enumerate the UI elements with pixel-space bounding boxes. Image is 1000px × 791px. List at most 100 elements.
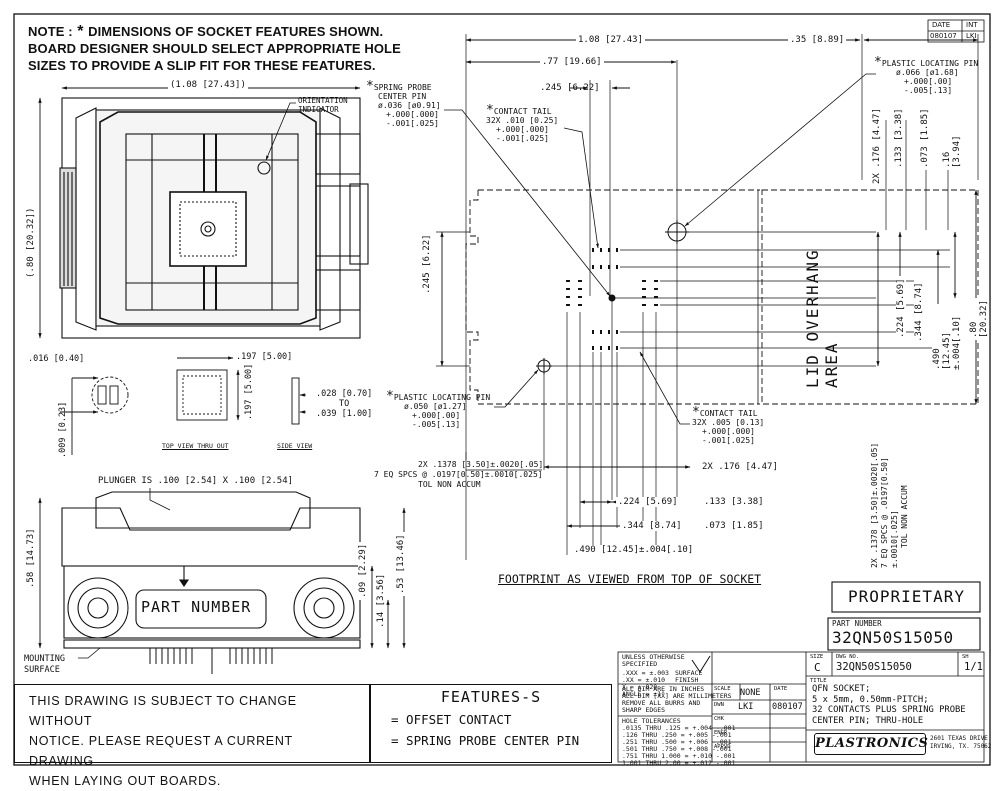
pl-bot-line2: ø.050 [ø1.27]	[404, 402, 467, 411]
ct-bot-line2: 32X .005 [0.13]	[692, 418, 765, 427]
spring-probe-callout: *SPRING PROBE CENTER PIN ø.036 [ø0.91] +…	[366, 79, 441, 128]
part-number-value: 32QN50S15050	[832, 628, 954, 647]
disclaimer-box: THIS DRAWING IS SUBJECT TO CHANGE WITHOU…	[14, 684, 370, 788]
spc-bot-line1: 2X .1378 [3.50]±.0020[.05]	[418, 460, 544, 469]
proprietary-box	[831, 581, 981, 613]
feature-offset-contact: = OFFSET CONTACT	[391, 712, 512, 727]
dim-35: .35 [8.89]	[788, 35, 847, 45]
sheet-border	[13, 13, 991, 766]
note-line2: BOARD DESIGNER SHOULD SELECT APPROPRIATE…	[28, 41, 401, 56]
dim-53: .53 [13.46]	[396, 532, 406, 596]
disclaimer-line3: WHEN LAYING OUT BOARDS.	[29, 774, 222, 788]
ct-top-line1: CONTACT TAIL	[493, 107, 552, 116]
dim-224-bottom: .224 [5.69]	[616, 497, 680, 507]
tb-date-label: DATE	[774, 686, 788, 692]
spc-bot-line3: TOL NON ACCUM	[418, 480, 481, 489]
dim-133-bottom: .133 [3.38]	[704, 497, 764, 507]
plastic-pin-top-callout: *PLASTIC LOCATING PIN ø.066 [ø1.68] +.00…	[874, 55, 979, 95]
dim-14: .14 [3.56]	[376, 571, 386, 630]
dim-490-right: .490 [12.45]±.004[.10]	[932, 304, 962, 372]
pl-top-line2: ø.066 [ø1.68]	[896, 68, 959, 77]
rev-date-label: DATE	[932, 21, 951, 29]
socket-front-view	[61, 491, 361, 674]
mounting-line2: SURFACE	[24, 665, 60, 675]
tb-scale: NONE	[740, 688, 761, 698]
spc-right-line2: 7 EQ SPCS @ .0197[0.50]±.0010[.025]	[880, 457, 899, 568]
ct-top-line4: -.001[.025]	[496, 134, 549, 143]
pl-top-line4: -.005[.13]	[904, 86, 953, 95]
tb-all3: REMOVE ALL BURRS AND	[622, 699, 701, 707]
eq-spacing-right: 2X .1378 [3.50]±.0020[.05] 7 EQ SPCS @ .…	[870, 438, 910, 568]
dim-58: .58 [14.73]	[26, 526, 36, 590]
ct-top-line2: 32X .010 [0.25]	[486, 116, 559, 125]
note-prefix: NOTE :	[28, 24, 73, 39]
title-block-grid	[617, 651, 985, 763]
pl-bot-line3: +.000[.00]	[412, 411, 461, 420]
tb-sh: 1/1	[964, 661, 983, 673]
address-line1: 2601 TEXAS DRIVE	[930, 735, 988, 742]
company-address: 2601 TEXAS DRIVE IRVING, TX. 75062	[930, 735, 991, 751]
tb-all4: SHARP EDGES	[622, 706, 666, 714]
tb-all1: ALL DIM ARE IN INCHES	[622, 685, 705, 693]
eq-spacing-bottom: 2X .1378 [3.50]±.0020[.05] 7 EQ SPCS @ .…	[374, 460, 544, 490]
spring-line2: CENTER PIN	[378, 92, 427, 101]
rev-date: 080107	[930, 32, 957, 40]
tb-title: QFN SOCKET; 5 x 5mm, 0.50mm-PITCH; 32 CO…	[812, 684, 966, 726]
company-logo-text: PLASTRONICS	[815, 736, 929, 751]
dim-197-vert: .197 [5.00]	[244, 363, 254, 420]
ct-top-line3: +.000[.000]	[496, 125, 549, 134]
dim-073-right: .073 [1.85]	[920, 106, 930, 170]
tb-appvd-label: APPVD	[714, 744, 731, 750]
footprint-pads	[566, 248, 658, 350]
features-title: FEATURES-S	[440, 688, 542, 706]
dim-176-right: 2X .176 [4.47]	[872, 106, 882, 186]
units-block: ALL DIM ARE IN INCHES ALL DIM [XX] ARE M…	[622, 686, 732, 714]
feature-spring-probe: = SPRING PROBE CENTER PIN	[391, 733, 580, 748]
tb-unless: UNLESS OTHERWISE SPECIFIED	[622, 653, 685, 668]
tb-drn-date: 080107	[772, 702, 803, 712]
note-line3: SIZES TO PROVIDE A SLIP FIT FOR THESE FE…	[28, 58, 376, 73]
orientation-label-line2: INDICATOR	[298, 105, 339, 114]
mounting-surface-label: MOUNTING SURFACE	[24, 654, 65, 676]
dim-344-right: .344 [8.74]	[914, 280, 924, 344]
orientation-label-line1: ORIENTATION	[298, 96, 348, 105]
dim-009: .009 [0.23]	[58, 401, 68, 458]
dim-80-right: .80 [20.32]	[969, 298, 989, 340]
dim-028-039: .028 [0.70] TO .039 [1.00]	[316, 389, 372, 419]
dim-77: .77 [19.66]	[540, 57, 604, 67]
note-line1: DIMENSIONS OF SOCKET FEATURES SHOWN.	[88, 24, 384, 39]
dim-09: .09 [2.29]	[358, 541, 368, 600]
spring-line4: +.000[.000]	[386, 110, 439, 119]
dim-224-right: .224 [5.69]	[896, 276, 906, 340]
address-line2: IRVING, TX. 75062	[930, 743, 992, 750]
part-number-label: PART NUMBER	[832, 619, 882, 628]
dim-245-top: .245 [6.22]	[540, 83, 600, 93]
spring-line1: SPRING PROBE	[373, 83, 432, 92]
hole-tolerance-block: HOLE TOLERANCES .0135 THRU .125 = +.004 …	[622, 718, 736, 767]
tolerance-block: UNLESS OTHERWISE SPECIFIED .XXX = ±.003 …	[622, 654, 712, 698]
tb-hole-2: .251 THRU .500 = +.006 -.001	[622, 738, 732, 746]
part-number-plate: PART NUMBER	[141, 598, 252, 616]
tb-engr-label: ENGR	[714, 730, 728, 736]
footprint-outline	[465, 189, 979, 405]
dim-to: TO	[339, 399, 350, 409]
tb-hole-3: .501 THRU .750 = +.008 -.001	[622, 745, 732, 753]
tb-hole-5: 1.001 THRU 2.00 = +.012 -.001	[622, 759, 736, 767]
board-note: NOTE : * DIMENSIONS OF SOCKET FEATURES S…	[28, 23, 401, 73]
dim-490-bottom: .490 [12.45]±.004[.10]	[572, 545, 696, 555]
pl-bot-line4: -.005[.13]	[412, 420, 461, 429]
tb-chk-label: CHK	[714, 716, 724, 722]
lid-overhang-label: LID OVERHANG AREA	[803, 248, 841, 388]
dim-height-left: (.80 [20.32])	[26, 205, 36, 280]
spc-right-line1: 2X .1378 [3.50]±.0020[.05]	[870, 442, 879, 568]
tb-dwg-label: DWG NO.	[836, 654, 860, 660]
tb-title2: 5 x 5mm, 0.50mm-PITCH;	[812, 694, 929, 705]
dim-028: .028 [0.70]	[316, 389, 373, 399]
tb-drn: LKI	[738, 702, 754, 712]
dim-133-right: .133 [3.38]	[894, 106, 904, 170]
disclaimer-line2: NOTICE. PLEASE REQUEST A CURRENT DRAWING	[29, 734, 293, 768]
tb-scale-label: SCALE	[714, 686, 731, 692]
tb-tol3: X = ±.020	[622, 683, 658, 691]
